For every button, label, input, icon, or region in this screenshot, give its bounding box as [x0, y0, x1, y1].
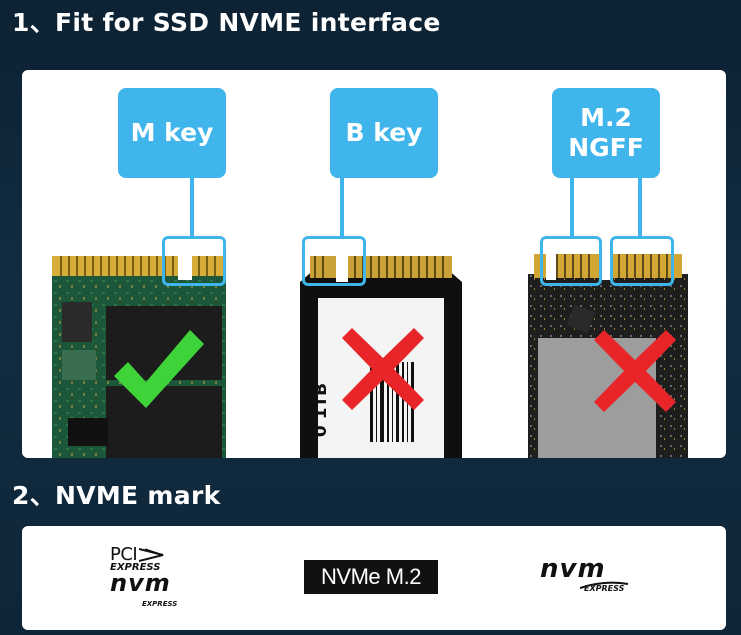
m-key-text: M key	[130, 118, 214, 147]
pci-nvm-text: nvm	[110, 569, 171, 597]
nvm-right-express-text: EXPRESS	[584, 584, 625, 593]
m-key-label: M key	[118, 88, 226, 178]
pci-express-nvm-logo: PCI EXPRESS nvm EXPRESS	[110, 544, 220, 614]
m2-ngff-text-line2: NGFF	[568, 133, 644, 162]
nvm-swoosh-icon	[580, 581, 629, 589]
pci-text: PCI	[110, 544, 138, 565]
nvm-express-logo: nvm EXPRESS	[540, 554, 650, 604]
m2-ngff-right-notch-highlight	[610, 236, 674, 286]
m-key-connector	[190, 178, 194, 236]
nvme-m2-logo: NVMe M.2	[304, 560, 438, 594]
b-key-notch-highlight	[302, 236, 366, 286]
m2-ngff-text-line1: M.2	[580, 103, 632, 132]
m2-ngff-left-notch-highlight	[540, 236, 602, 286]
cross-icon	[342, 328, 424, 410]
ssd-capacity-label: 0 1TB	[311, 382, 332, 438]
m-key-notch-highlight	[162, 236, 226, 286]
m-key-ssd-image	[52, 242, 226, 458]
m2-ngff-connector-left	[570, 178, 574, 236]
m2-ngff-ssd-image	[528, 242, 688, 458]
m2-ngff-connector-right	[638, 178, 642, 236]
b-key-label: B key	[330, 88, 438, 178]
section-2-title: 2、NVME mark	[12, 481, 221, 510]
nvm-right-text: nvm	[540, 554, 606, 584]
nvme-mark-panel: PCI EXPRESS nvm EXPRESS NVMe M.2 nvm EXP…	[22, 526, 726, 630]
pci-nvm-express-text: EXPRESS	[142, 600, 178, 608]
m2-ngff-key-label: M.2 NGFF	[552, 88, 660, 178]
b-key-connector	[340, 178, 344, 236]
key-compatibility-panel: M key	[22, 70, 726, 458]
cross-icon	[594, 330, 676, 412]
pci-express-text: EXPRESS	[110, 562, 161, 573]
check-icon	[114, 330, 204, 408]
pci-arrow-icon	[139, 547, 164, 562]
section-1-title: 1、Fit for SSD NVME interface	[12, 8, 441, 37]
b-key-text: B key	[345, 118, 423, 147]
